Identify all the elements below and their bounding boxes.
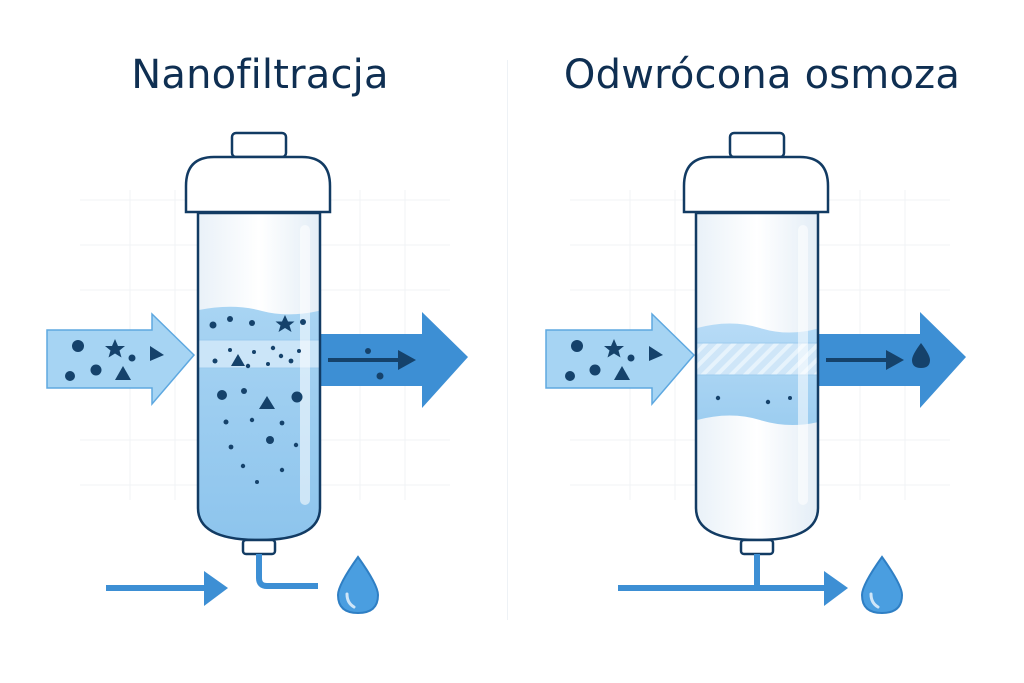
right-outlet-drop-icon	[912, 343, 930, 368]
right-bottom-arrow-head	[824, 571, 848, 606]
left-outlet-particle	[376, 372, 384, 380]
right-outlet-inner-arrowhead	[886, 350, 904, 370]
left-bottom-pipe	[256, 554, 318, 589]
right-inlet-arrow	[545, 312, 696, 407]
water-drop-icon	[860, 555, 904, 615]
reverse-osmosis-title: Odwrócona osmoza	[563, 52, 961, 98]
left-outlet-particle	[365, 348, 371, 354]
water-drop-icon	[336, 555, 380, 615]
nanofiltration-cartridge	[184, 131, 332, 556]
left-inlet-arrow	[46, 312, 196, 407]
left-outlet-inner-arrowhead	[398, 350, 416, 370]
nanofiltration-title: Nanofiltracja	[131, 52, 389, 98]
left-inlet-particles	[65, 339, 164, 381]
panel-divider	[507, 60, 508, 620]
reverse-osmosis-cartridge	[682, 131, 830, 556]
right-inlet-particles	[565, 339, 663, 381]
left-bottom-arrow-head	[204, 571, 228, 606]
